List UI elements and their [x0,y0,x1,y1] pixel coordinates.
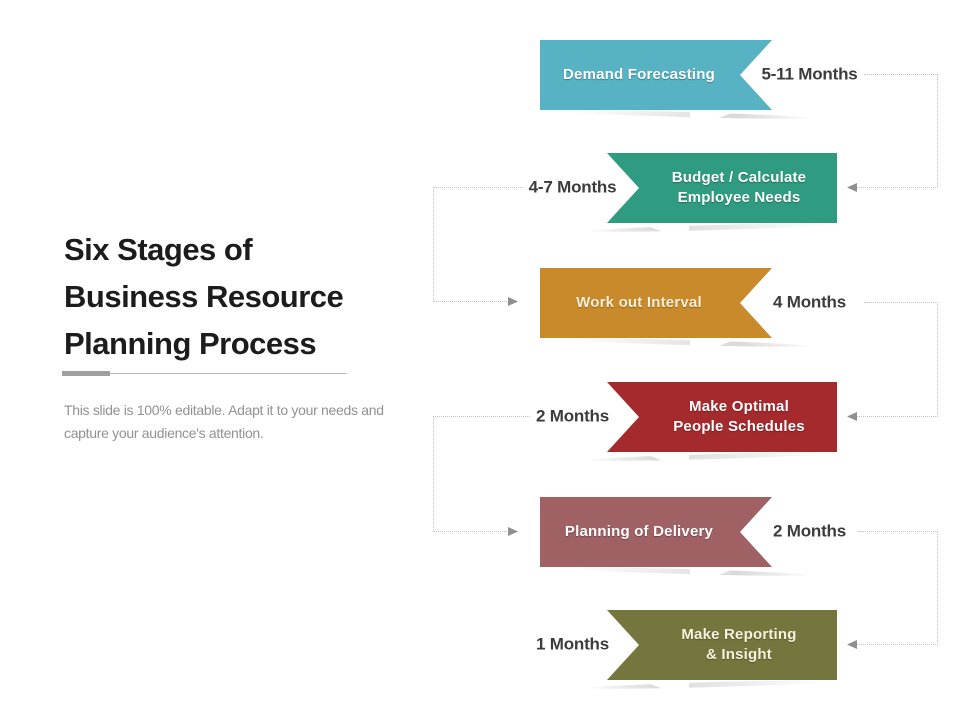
stage-row-1: Demand Forecasting 5-11 Months [540,21,960,129]
banner-shadow-swoosh [557,565,809,578]
connector-line [433,531,511,532]
subtitle-text: This slide is 100% editable. Adapt it to… [64,402,384,441]
connector-line [433,301,511,302]
stage-duration-label: 5-11 Months [761,64,858,84]
connector-line [937,302,938,417]
page-title: Six Stages of Business Resource Planning… [64,226,424,367]
stage-label: Demand Forecasting [563,66,715,83]
banner-shadow-swoosh [589,678,841,691]
title-divider [62,371,347,377]
stage-row-3: Work out Interval 4 Months [540,249,960,357]
banner-shadow-swoosh [557,336,809,349]
stage-row-6: Make Reporting & Insight 1 Months [432,591,852,699]
stage-row-4: Make Optimal People Schedules 2 Months [432,363,852,471]
stage-duration-label: 4 Months [772,292,846,312]
stage-label: Make Reporting & Insight [681,626,797,663]
banner-shadow-swoosh [557,108,809,121]
connector-arrow-right-icon [508,527,518,536]
connector-line [856,187,938,188]
stage-duration-label: 4-7 Months [528,177,617,197]
divider-line [62,373,347,374]
title-line-2: Business Resource [64,279,344,314]
divider-accent [62,371,110,376]
stage-banner-4: Make Optimal People Schedules [607,382,837,452]
connector-line [856,416,938,417]
stage-duration-label: 2 Months [535,406,609,426]
stage-banner-2: Budget / Calculate Employee Needs [607,153,837,223]
stage-banner-1: Demand Forecasting [540,40,772,110]
banner-shadow-swoosh [589,450,841,463]
connector-line [937,531,938,645]
stage-label: Budget / Calculate Employee Needs [671,169,807,206]
connector-line [858,531,938,532]
connector-line [433,416,530,417]
stage-banner-3: Work out Interval [540,268,772,338]
stage-banner-6: Make Reporting & Insight [607,610,837,680]
connector-line [856,644,938,645]
title-line-1: Six Stages of [64,232,253,267]
connector-line [937,74,938,188]
title-line-3: Planning Process [64,326,317,361]
connector-line [433,187,434,302]
stage-label: Planning of Delivery [564,523,714,540]
connector-line [864,74,938,75]
connector-arrow-left-icon [847,183,857,192]
connector-arrow-right-icon [508,297,518,306]
stage-banner-5: Planning of Delivery [540,497,772,567]
connector-line [433,187,523,188]
stage-duration-label: 1 Months [535,634,609,654]
stage-row-2: Budget / Calculate Employee Needs 4-7 Mo… [432,134,852,242]
stage-label: Work out Interval [576,294,702,311]
banner-shadow-swoosh [589,221,841,234]
connector-arrow-left-icon [847,640,857,649]
connector-arrow-left-icon [847,412,857,421]
stage-duration-label: 2 Months [772,521,846,541]
stage-label: Make Optimal People Schedules [673,398,805,435]
stage-row-5: Planning of Delivery 2 Months [540,478,960,586]
connector-line [864,302,938,303]
connector-line [433,416,434,532]
